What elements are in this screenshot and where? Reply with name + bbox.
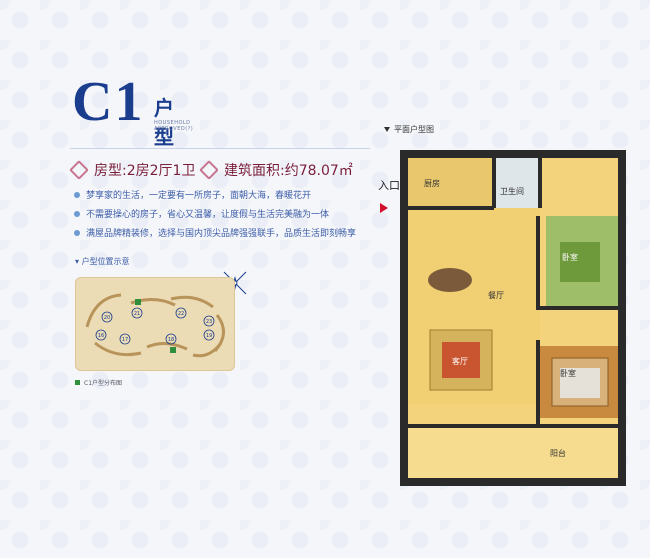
room-label-balcony: 阳台 [550,448,566,458]
bullet-dot-icon [74,229,80,236]
diamond-icon [69,160,89,180]
feature-item: 梦享家的生活，一定要有一所房子，面朝大海，春暖花开 [74,188,374,201]
spec-rooms-text: 房型:2房2厅1卫 [94,163,196,179]
title-block: C1 户型 HOUSEHOLD APPROVED(?) [72,71,193,149]
site-number: 20 [104,315,110,321]
legend-swatch [75,380,80,385]
spec-row: 房型:2房2厅1卫 建筑面积:约78.07㎡ [69,160,362,180]
spec-area-text: 建筑面积:约78.07㎡ [224,163,353,179]
floor-plan: 厨房 卫生间 餐厅 卧室 客厅 卧室 阳台 [400,150,626,486]
spec-rooms: 房型:2房2厅1卫 [69,160,196,180]
plan-label: 平面户型图 [384,124,434,135]
site-number: 19 [206,333,212,339]
room-label-dining: 餐厅 [488,291,504,300]
room-label-bedroom1: 卧室 [562,252,578,262]
site-location-map: 20 21 22 23 16 17 18 19 [75,277,235,371]
site-map-drawing: 20 21 22 23 16 17 18 19 [85,293,225,358]
location-title: ▾ 户型位置示意 [75,257,130,266]
diamond-icon [199,160,219,180]
unit-code: C1 [72,71,145,133]
triangle-down-icon: ▾ [75,257,82,266]
site-number: 16 [98,333,104,339]
room-label-kitchen: 厨房 [424,178,440,188]
room-label-living: 客厅 [452,356,468,366]
room-label-bedroom2: 卧室 [560,368,576,378]
unit-type-word: 户型 [154,96,174,149]
unit-subtitle: HOUSEHOLD APPROVED(?) [154,120,194,132]
feature-item: 不需要操心的房子，省心又温馨，让度假与生活完美融为一体 [74,207,374,220]
triangle-down-icon [384,127,390,132]
feature-list: 梦享家的生活，一定要有一所房子，面朝大海，春暖花开 不需要操心的房子，省心又温馨… [74,188,374,245]
title-divider [70,148,370,149]
site-number: 18 [168,337,174,343]
room-label-bathroom: 卫生间 [500,186,524,196]
site-number: 23 [206,319,212,325]
location-legend: C1户型分布图 [75,378,122,387]
entry-label: 入口 [378,179,400,192]
site-number: 21 [134,311,140,317]
bullet-dot-icon [74,210,80,217]
entry-arrow-icon [380,203,388,213]
bullet-dot-icon [74,191,80,198]
feature-item: 满屋品牌精装修，选择与国内顶尖品牌强强联手，品质生活即刻畅享 [74,226,374,239]
site-number: 17 [122,337,128,343]
spec-area: 建筑面积:约78.07㎡ [199,160,353,180]
site-number: 22 [178,311,184,317]
